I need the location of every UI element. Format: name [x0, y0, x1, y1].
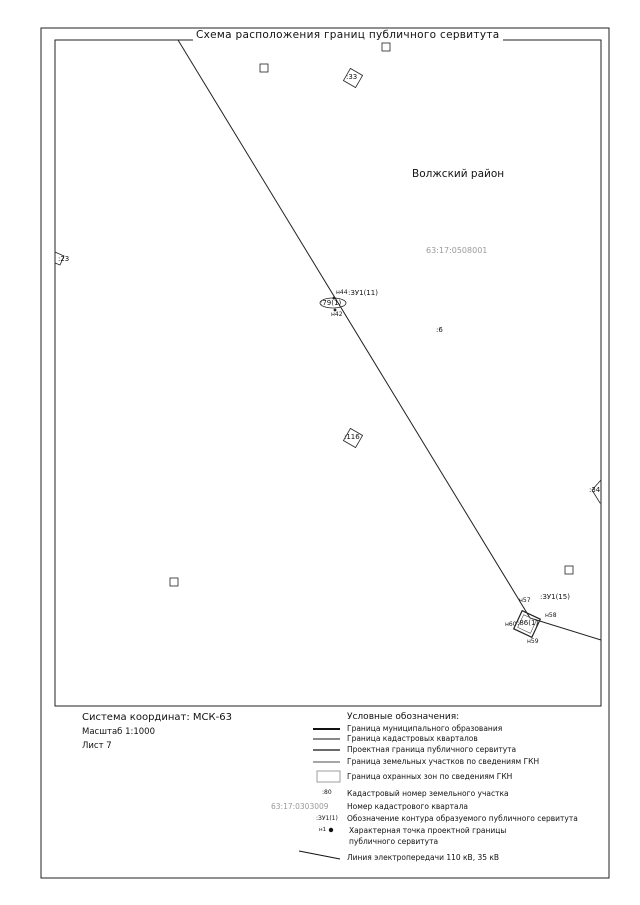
parcel-diamond-33	[342, 67, 364, 89]
parcel-label-23: :23	[58, 255, 70, 263]
parcel-label-86: :86(1)	[517, 619, 539, 627]
parcel-square	[169, 577, 179, 587]
legend-item: Характерная точка проектной границы	[349, 826, 507, 835]
point-label-n44: н44	[336, 289, 348, 296]
legend-item: Проектная граница публичного сервитута	[347, 745, 517, 754]
coordinate-system: Система координат: МСК-63	[82, 712, 232, 723]
parcel-square	[564, 565, 574, 575]
legend-zone-rect	[316, 770, 341, 783]
legend-item: публичного сервитута	[349, 837, 439, 846]
power-line-branch	[529, 617, 602, 641]
contour-label-zu15: :ЗУ1(15)	[540, 593, 570, 601]
legend-item: Обозначение контура образуемого публично…	[347, 814, 578, 823]
parcel-label-79: :79(1)	[320, 299, 342, 307]
parcel-edge-23	[54, 251, 65, 266]
legend-powerline	[298, 850, 341, 860]
legend-item: Граница земельных участков по сведениям …	[347, 757, 540, 766]
contour-label-zu11: :ЗУ1(11)	[348, 289, 378, 297]
point-label-n60: н60	[505, 621, 517, 628]
parcel-edge-34	[591, 479, 602, 504]
legend-item: Граница охранных зон по сведениям ГКН	[347, 772, 513, 781]
parcel-diamond-116	[342, 427, 364, 449]
legend-item: Номер кадастрового квартала	[347, 802, 468, 811]
parcel-square	[259, 63, 269, 73]
legend-symbol-parcel-no: :80	[322, 789, 332, 796]
parcel-label-33: :33	[346, 73, 358, 81]
sheet-frame	[40, 27, 610, 879]
point-label-n57: н57	[519, 597, 531, 604]
legend-symbol-quarter-no: 63:17:0303009	[271, 802, 329, 811]
point-marker	[333, 308, 337, 312]
point-label-n58: н58	[545, 612, 557, 619]
sheet-number: Лист 7	[82, 741, 112, 751]
parcel-label-6: :6	[436, 326, 443, 334]
district-label: Волжский район	[412, 168, 505, 180]
legend-item: Кадастровый номер земельного участка	[347, 789, 509, 798]
parcel-label-34: :34	[589, 486, 601, 494]
legend-item: Граница муниципального образования	[347, 724, 503, 733]
parcel-square	[381, 42, 391, 52]
parcel-diamond-86	[512, 609, 542, 639]
map-title: Схема расположения границ публичного сер…	[193, 29, 503, 41]
power-line	[177, 39, 531, 619]
scale-label: Масштаб 1:1000	[82, 727, 156, 737]
quarter-label: 63:17:0508001	[426, 246, 488, 255]
point-label-n59: н59	[527, 638, 539, 645]
legend-item: Линия электропередачи 110 кВ, 35 кВ	[347, 853, 500, 862]
legend-symbol-contour: :ЗУ1(1)	[316, 815, 338, 822]
legend-title: Условные обозначения:	[347, 712, 460, 722]
map-frame	[54, 39, 602, 707]
point-label-n42: н42	[331, 311, 343, 318]
parcel-diamond-86-inner	[517, 614, 537, 634]
parcel-79-contour	[319, 297, 347, 309]
parcel-label-116: :116	[344, 433, 360, 441]
legend-item: Граница кадастровых кварталов	[347, 734, 478, 743]
legend-point-symbol	[328, 827, 334, 833]
legend-symbol-point: н1	[319, 827, 327, 833]
